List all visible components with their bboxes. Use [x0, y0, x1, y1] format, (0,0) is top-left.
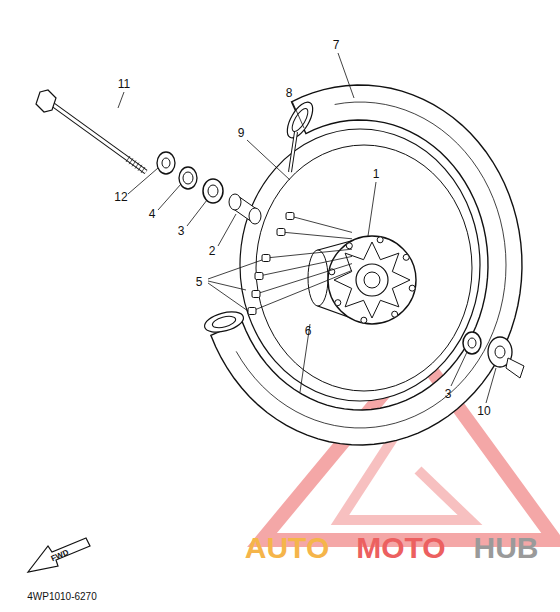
watermark-text: MOTO: [356, 533, 445, 563]
watermark-text: HUB: [474, 533, 539, 563]
tire-bead-line: [236, 102, 506, 428]
hub-spokes: [334, 242, 410, 318]
axle-thread: [141, 167, 145, 173]
hub-bore: [364, 272, 380, 288]
bolt: [248, 308, 256, 315]
hub-flange: [328, 236, 416, 324]
spacer-end: [249, 208, 261, 224]
meter-gear-outlet: [506, 358, 524, 378]
hub: [308, 236, 416, 324]
axle-thread: [126, 156, 130, 162]
direction-label: FWD: [50, 549, 70, 564]
callout-number: 4: [149, 208, 156, 220]
hub-bolt-hole: [409, 285, 415, 291]
leader-line: [118, 92, 124, 108]
bolt-leader: [252, 270, 352, 311]
bearing: [203, 179, 223, 203]
spacer-end: [229, 194, 241, 210]
tube-section-top: [289, 106, 311, 134]
callout-number: 12: [114, 191, 127, 203]
hub-bolt-hole: [377, 237, 383, 243]
callout-number: 10: [477, 405, 490, 417]
valve-stem: [290, 132, 296, 172]
leader-line: [368, 182, 376, 236]
hub-bolt-hole: [403, 254, 409, 260]
axle-core: [52, 104, 146, 172]
meter-gear-bore: [495, 346, 505, 358]
callout-number: 2: [209, 245, 216, 257]
bolt: [252, 291, 260, 298]
callout-number: 8: [286, 87, 293, 99]
bearing-right-bore: [468, 338, 476, 348]
tire-section-top: [282, 98, 318, 142]
axle-thread: [135, 163, 139, 169]
leader-line: [208, 283, 248, 311]
leader-line: [208, 281, 246, 290]
callout-number: 7: [333, 39, 340, 51]
leader-line: [338, 53, 354, 98]
axle-head: [36, 90, 56, 112]
bearing-right: [463, 332, 481, 354]
fwd-arrow: [28, 538, 90, 572]
callout-number: 1: [373, 168, 380, 180]
callout-number: 3: [178, 225, 185, 237]
watermark-text: AUTO: [245, 533, 329, 563]
callout-number: 5: [196, 276, 203, 288]
leader-line: [247, 140, 290, 180]
bolt-leader: [256, 264, 352, 294]
bolt: [277, 229, 285, 236]
hub-bolt-hole: [335, 300, 341, 306]
bolt: [255, 273, 263, 280]
hub-bolt-hole: [346, 243, 352, 249]
axle-thread: [132, 160, 136, 166]
leader-line: [128, 168, 158, 194]
oil-seal-bore: [183, 172, 193, 184]
valve-stem-core: [290, 132, 296, 172]
callout-number: 11: [118, 78, 130, 90]
bolt: [286, 213, 294, 220]
leader-line: [208, 260, 262, 279]
leader-line: [292, 101, 304, 128]
callout-number: 6: [305, 325, 312, 337]
collar-bore: [162, 158, 170, 168]
oil-seal: [179, 167, 197, 189]
hub-bolt-hole: [392, 311, 398, 317]
axle: [52, 104, 146, 172]
drawing-number: 4WP1010-6270: [27, 592, 97, 602]
axle-thread: [138, 165, 142, 171]
callout-number: 3: [445, 388, 452, 400]
hub-drum-end: [308, 250, 328, 306]
tire-section-left: [202, 308, 245, 336]
leader-line: [187, 200, 207, 226]
bolt: [262, 255, 270, 262]
hub-boss: [356, 264, 388, 296]
collar: [157, 152, 175, 174]
callout-number: 9: [238, 127, 245, 139]
bolt-leader: [266, 249, 352, 258]
leader-line: [158, 184, 181, 210]
bolt-leader: [259, 256, 352, 276]
rim-outer: [240, 129, 480, 401]
bolt-leader: [281, 232, 352, 239]
rim-inner: [256, 145, 472, 391]
axle-thread: [129, 158, 133, 164]
leader-line: [218, 214, 236, 246]
bearing-bore: [208, 185, 218, 197]
tube-section-left: [211, 314, 237, 330]
leader-line: [486, 368, 496, 403]
bolt-leader: [290, 216, 352, 232]
leader-line: [451, 352, 467, 386]
tire: [211, 85, 522, 445]
hub-bolt-hole: [361, 317, 367, 323]
